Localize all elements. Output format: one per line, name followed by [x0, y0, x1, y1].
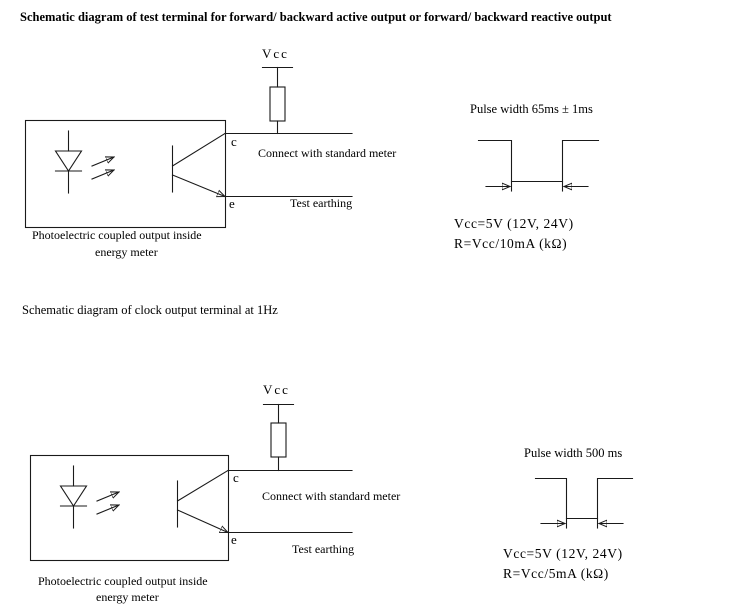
resistor-symbol-2 — [270, 422, 287, 458]
pulse-width-label-1: Pulse width 65ms ± 1ms — [470, 102, 593, 116]
emitter-label-2: e — [231, 532, 237, 547]
vcc-equation-1: Vcc=5V (12V, 24V) — [454, 216, 574, 231]
vcc-label-2: Vcc — [263, 382, 290, 397]
earthing-label-1: Test earthing — [290, 196, 353, 210]
r-equation-2: R=Vcc/5mA (kΩ) — [503, 566, 609, 581]
led-symbol-1 — [54, 130, 83, 194]
phototransistor-symbol-2 — [176, 469, 229, 534]
connect-wire-label-1: Connect with standard meter — [258, 146, 397, 160]
light-arrows-icon-1 — [91, 156, 114, 180]
pulse-width-label-2: Pulse width 500 ms — [524, 446, 623, 460]
emitter-label-1: e — [229, 196, 235, 211]
collector-label-2: c — [233, 470, 239, 485]
resistor-symbol-1 — [269, 86, 286, 122]
optocoupler-box-1 — [24, 119, 227, 229]
section-2-title: Schematic diagram of clock output termin… — [22, 303, 278, 317]
vcc-rail-symbol-1 — [261, 66, 294, 88]
box-caption-1-line1: Photoelectric coupled output inside — [32, 228, 202, 242]
optocoupler-box-2 — [29, 454, 230, 562]
box-caption-2-line1: Photoelectric coupled output inside — [38, 574, 208, 588]
circuit-diagram-1 — [24, 66, 353, 229]
pulse-waveform-2 — [534, 477, 634, 529]
box-caption-2-line2: energy meter — [96, 590, 159, 604]
vcc-rail-symbol-2 — [262, 403, 295, 424]
led-symbol-2 — [59, 465, 88, 529]
section-1-title: Schematic diagram of test terminal for f… — [20, 10, 612, 24]
circuit-diagram-2 — [29, 403, 353, 562]
earthing-label-2: Test earthing — [292, 542, 355, 556]
vcc-label-1: Vcc — [262, 46, 289, 61]
collector-label-1: c — [231, 134, 237, 149]
r-equation-1: R=Vcc/10mA (kΩ) — [454, 236, 568, 251]
box-caption-1-line2: energy meter — [95, 245, 158, 259]
pulse-waveform-1 — [477, 139, 600, 192]
phototransistor-symbol-1 — [171, 132, 226, 198]
connect-wire-label-2: Connect with standard meter — [262, 489, 401, 503]
vcc-equation-2: Vcc=5V (12V, 24V) — [503, 546, 623, 561]
light-arrows-icon-2 — [96, 491, 119, 515]
